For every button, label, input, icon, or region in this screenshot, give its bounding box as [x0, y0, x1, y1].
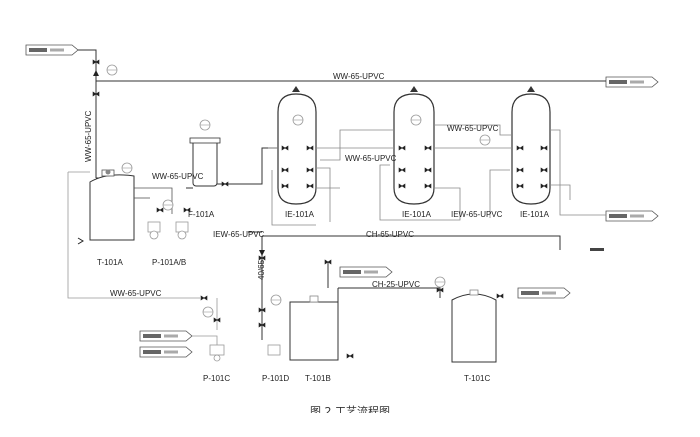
pump-p101ab — [147, 221, 189, 240]
tank-t101a — [89, 169, 135, 241]
ion-exchanger-3 — [511, 86, 551, 205]
instrument-icon — [202, 306, 214, 318]
valve — [346, 353, 354, 359]
filter-f101a — [189, 137, 221, 187]
valve — [496, 293, 504, 299]
equipment-label: T-101C — [464, 374, 491, 383]
figure-caption: 图 2 工艺流程图 — [310, 405, 390, 413]
pipe-label: WW-65-UPVC — [84, 110, 93, 162]
p101c-pipe — [192, 298, 218, 345]
instrument-icon — [106, 64, 118, 76]
chem-flag-1 — [339, 266, 393, 278]
arrow-icon — [77, 237, 84, 245]
pipe-label: CH-25-UPVC — [372, 280, 421, 289]
pipe-label: 40/65 — [257, 259, 266, 280]
arrow-icon — [259, 250, 265, 256]
chem-flag-2 — [517, 287, 571, 299]
chem-flag-4 — [139, 346, 193, 358]
chem-flag-3 — [139, 330, 193, 342]
equipment-label: IE-101A — [520, 210, 549, 219]
outlet-flag-mid — [605, 210, 659, 222]
pump-p101c — [209, 344, 225, 362]
equipment-label: IE-101A — [402, 210, 431, 219]
tank-t101b — [289, 295, 339, 361]
pump-p101d — [267, 344, 281, 356]
equipment-label: T-101A — [97, 258, 123, 267]
instrument-icon — [199, 119, 211, 131]
pipe-label: CH-65-UPVC — [366, 230, 415, 239]
valve — [221, 181, 229, 187]
tank-t101c — [451, 289, 497, 363]
equipment-label: IE-101A — [285, 210, 314, 219]
outlet-flag-top — [605, 76, 659, 88]
arrow-icon — [93, 70, 99, 76]
equipment-label: P-101A/B — [152, 258, 187, 267]
instrument-icon — [434, 276, 446, 288]
pipe-label: WW-65-UPVC — [333, 72, 385, 81]
pipe-label: WW-65-UPVC — [152, 172, 204, 181]
instrument-icon — [121, 162, 133, 174]
instrument-icon — [162, 199, 174, 211]
pipe-label: WW-65-UPVC — [110, 289, 162, 298]
pipe-label: IEW-65-UPVC — [213, 230, 265, 239]
instrument-icon — [270, 294, 282, 306]
ch25-pipe — [327, 262, 441, 302]
equipment-label: P-101D — [262, 374, 290, 383]
valve — [200, 295, 208, 301]
pipe-label: IEW-65-UPVC — [451, 210, 503, 219]
recirculation-pipe — [67, 171, 200, 299]
inlet-flag — [25, 44, 79, 56]
drain-outlet — [590, 248, 604, 251]
exchanger-piping — [268, 124, 606, 226]
pipe-label: WW-65-UPVC — [345, 154, 397, 163]
equipment-label: F-101A — [188, 210, 215, 219]
equipment-label: T-101B — [305, 374, 331, 383]
pipe-label: WW-65-UPVC — [447, 124, 499, 133]
valve — [156, 207, 164, 213]
equipment-label: P-101C — [203, 374, 231, 383]
